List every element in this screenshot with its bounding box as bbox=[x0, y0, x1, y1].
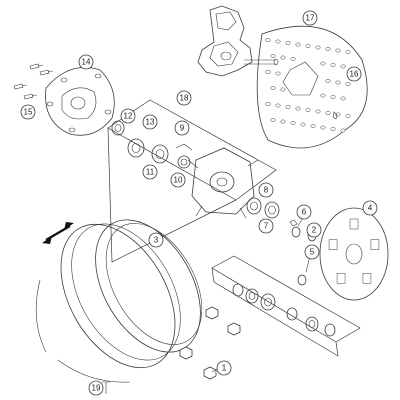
callout-11: 11 bbox=[142, 164, 158, 180]
callout-4-label: 4 bbox=[368, 204, 373, 213]
sprocket-cutout bbox=[362, 273, 372, 284]
callout-15: 15 bbox=[20, 104, 36, 120]
callout-7-label: 7 bbox=[264, 222, 269, 231]
disc-vent-hole bbox=[265, 38, 271, 42]
disc-vent-hole bbox=[265, 70, 271, 74]
disc-vent-hole bbox=[340, 128, 346, 133]
wheel-rim bbox=[35, 219, 203, 383]
disc-vent-hole bbox=[330, 63, 336, 67]
sprocket-cutout bbox=[349, 218, 359, 230]
disc-vent-hole bbox=[315, 109, 321, 114]
disc-vent-hole bbox=[340, 96, 346, 101]
callout-10-label: 10 bbox=[174, 176, 183, 185]
callout-19-label: 19 bbox=[92, 384, 101, 393]
hub-assembly-plate bbox=[107, 99, 277, 263]
callout-12-label: 12 bbox=[124, 112, 133, 121]
disc-vent-hole bbox=[345, 114, 351, 118]
sprocket-cutout bbox=[370, 239, 380, 250]
sprocket-disc bbox=[319, 207, 389, 301]
callout-17-label: 17 bbox=[306, 14, 315, 23]
disc-vent-hole bbox=[300, 122, 306, 127]
disc-vent-hole bbox=[335, 80, 341, 85]
disc-vent-hole bbox=[345, 82, 351, 86]
callout-14-label: 14 bbox=[82, 58, 91, 67]
disc-vent-hole bbox=[285, 105, 291, 109]
disc-vent-hole bbox=[290, 121, 296, 125]
small-fasteners bbox=[102, 111, 338, 394]
axle-parts-plate bbox=[211, 255, 361, 357]
callout-14: 14 bbox=[78, 54, 94, 70]
callout-5-label: 5 bbox=[310, 248, 315, 257]
disc-vent-hole bbox=[320, 125, 326, 130]
callout-8: 8 bbox=[258, 182, 274, 198]
disc-vent-hole bbox=[335, 48, 341, 53]
small-brake-disc bbox=[45, 67, 115, 136]
disc-vent-hole bbox=[295, 42, 301, 47]
disc-vent-hole bbox=[325, 79, 331, 83]
callout-10: 10 bbox=[170, 172, 186, 188]
callout-2: 2 bbox=[306, 222, 322, 238]
disc-vent-hole bbox=[330, 95, 336, 99]
sprocket-cutout bbox=[328, 239, 338, 250]
callout-11-label: 11 bbox=[146, 168, 155, 177]
callout-8-label: 8 bbox=[264, 186, 269, 195]
callout-18: 18 bbox=[176, 90, 192, 106]
callout-5: 5 bbox=[304, 244, 320, 260]
disc-vent-hole bbox=[265, 102, 271, 106]
disc-vent-hole bbox=[280, 55, 286, 60]
hub-bearings bbox=[111, 120, 280, 219]
disc-vent-hole bbox=[290, 57, 296, 61]
front-brake-disc bbox=[256, 25, 368, 149]
disc-vent-hole bbox=[275, 39, 281, 44]
disc-vent-hole bbox=[345, 50, 351, 54]
disc-vent-hole bbox=[315, 45, 321, 50]
callout-3-label: 3 bbox=[154, 236, 159, 245]
wheel-hub bbox=[187, 147, 259, 219]
callout-1-label: 1 bbox=[222, 364, 227, 373]
disc-vent-hole bbox=[320, 61, 326, 66]
disc-vent-hole bbox=[325, 47, 331, 51]
disc-vent-hole bbox=[280, 87, 286, 92]
disc-vent-hole bbox=[285, 41, 291, 45]
disc-vent-hole bbox=[305, 108, 311, 112]
disc-vent-hole bbox=[320, 93, 326, 98]
callout-9-label: 9 bbox=[180, 124, 185, 133]
callout-12: 12 bbox=[120, 108, 136, 124]
disc-vent-hole bbox=[275, 103, 281, 108]
disc-vent-hole bbox=[270, 86, 276, 90]
disc-vent-hole bbox=[270, 54, 276, 58]
disc-vent-hole bbox=[305, 44, 311, 48]
disc-vent-hole bbox=[275, 71, 281, 76]
disc-vent-hole bbox=[280, 119, 286, 124]
callout-1: 1 bbox=[216, 360, 232, 376]
double-arrow-icon bbox=[42, 222, 74, 244]
caliper-bracket bbox=[197, 5, 279, 77]
callout-16-label: 16 bbox=[350, 70, 359, 79]
callout-18-label: 18 bbox=[180, 94, 189, 103]
disc-vent-hole bbox=[270, 118, 276, 122]
disc-vent-hole bbox=[295, 106, 301, 111]
callout-6: 6 bbox=[296, 204, 312, 220]
disc-vent-hole bbox=[325, 111, 331, 115]
disc-vent-hole bbox=[340, 64, 346, 69]
callout-3: 3 bbox=[148, 232, 164, 248]
callout-15-label: 15 bbox=[24, 108, 33, 117]
callout-13: 13 bbox=[142, 114, 158, 130]
callout-13-label: 13 bbox=[146, 118, 155, 127]
disc-screws bbox=[13, 63, 54, 100]
callout-6-label: 6 bbox=[302, 208, 307, 217]
callout-17: 17 bbox=[302, 10, 318, 26]
callout-19: 19 bbox=[88, 380, 104, 396]
callout-2-label: 2 bbox=[312, 226, 317, 235]
disc-vent-hole bbox=[310, 124, 316, 128]
callout-4: 4 bbox=[362, 200, 378, 216]
disc-vent-hole bbox=[330, 127, 336, 131]
callout-9: 9 bbox=[174, 120, 190, 136]
sprocket-cutout bbox=[336, 273, 346, 284]
callout-7: 7 bbox=[258, 218, 274, 234]
callout-16: 16 bbox=[346, 66, 362, 82]
